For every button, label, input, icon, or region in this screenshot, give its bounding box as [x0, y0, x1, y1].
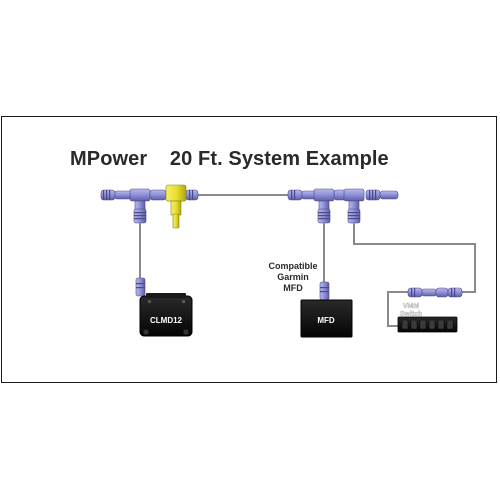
tee-connector-mfd: [313, 188, 335, 224]
device-clmd12: CLMD12: [139, 293, 193, 337]
device-mfd: MFD: [300, 299, 353, 338]
mfd-drop-connector: [319, 281, 330, 301]
mfd-label: MFD: [317, 316, 335, 325]
mfd-caption: Compatible Garmin MFD: [258, 261, 328, 294]
mfd-caption-line-1: Compatible: [268, 261, 318, 271]
diagram-frame: [1, 116, 497, 383]
tee-connector-clmd: [129, 188, 151, 224]
mfd-caption-line-2: Garmin: [277, 272, 309, 282]
vmm-label-line-1: VMM: [403, 303, 420, 310]
device-vmm-switch: VMM Switch: [397, 303, 458, 333]
tee-connector-vmm: [343, 188, 365, 224]
backbone-connector-right: [287, 189, 399, 201]
clmd-drop-connector: [135, 277, 146, 297]
mfd-caption-line-3: MFD: [283, 283, 303, 293]
clmd12-label: CLMD12: [150, 316, 183, 325]
diagram-title: MPower 20 Ft. System Example: [70, 148, 389, 170]
terminator-yellow: [165, 184, 187, 229]
vmm-cable: [353, 223, 476, 293]
vmm-connector: [407, 287, 463, 298]
vmm-label-line-2: Switch: [400, 311, 423, 318]
vmm-cable-loop: [387, 291, 410, 327]
